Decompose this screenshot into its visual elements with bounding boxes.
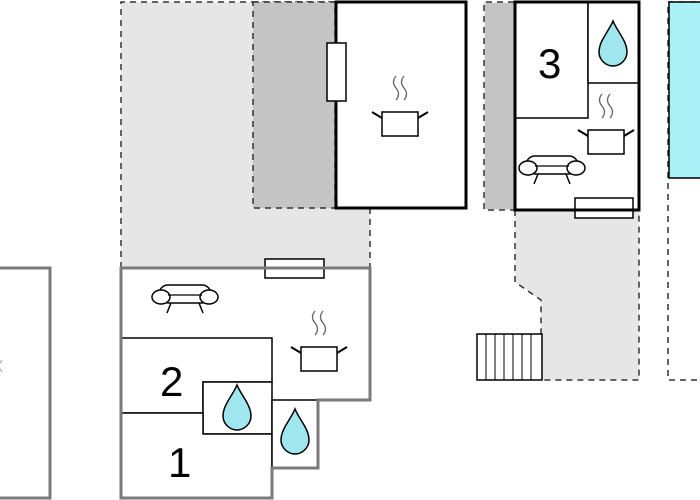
terrace-b: [476, 1, 640, 381]
covered-area: [252, 1, 336, 209]
window-icon: [574, 197, 634, 219]
pool: [668, 1, 700, 179]
building-a-kitchen: [326, 0, 468, 210]
room-number: 2: [160, 358, 183, 405]
terrace-a: [120, 1, 371, 268]
building-c: 3: [513, 0, 641, 219]
room-number: 1: [168, 439, 191, 486]
left-building: [0, 266, 52, 500]
bathroom: [202, 381, 273, 435]
covered-area: [485, 3, 514, 209]
building-b: 2 1: [119, 258, 372, 500]
room-3: 3: [514, 1, 589, 119]
room-number: 3: [538, 40, 561, 87]
pool-area: [667, 1, 700, 381]
bathroom: [271, 399, 319, 469]
stairs-icon: [476, 333, 543, 381]
window-icon: [326, 42, 347, 102]
bathroom: [587, 1, 640, 84]
